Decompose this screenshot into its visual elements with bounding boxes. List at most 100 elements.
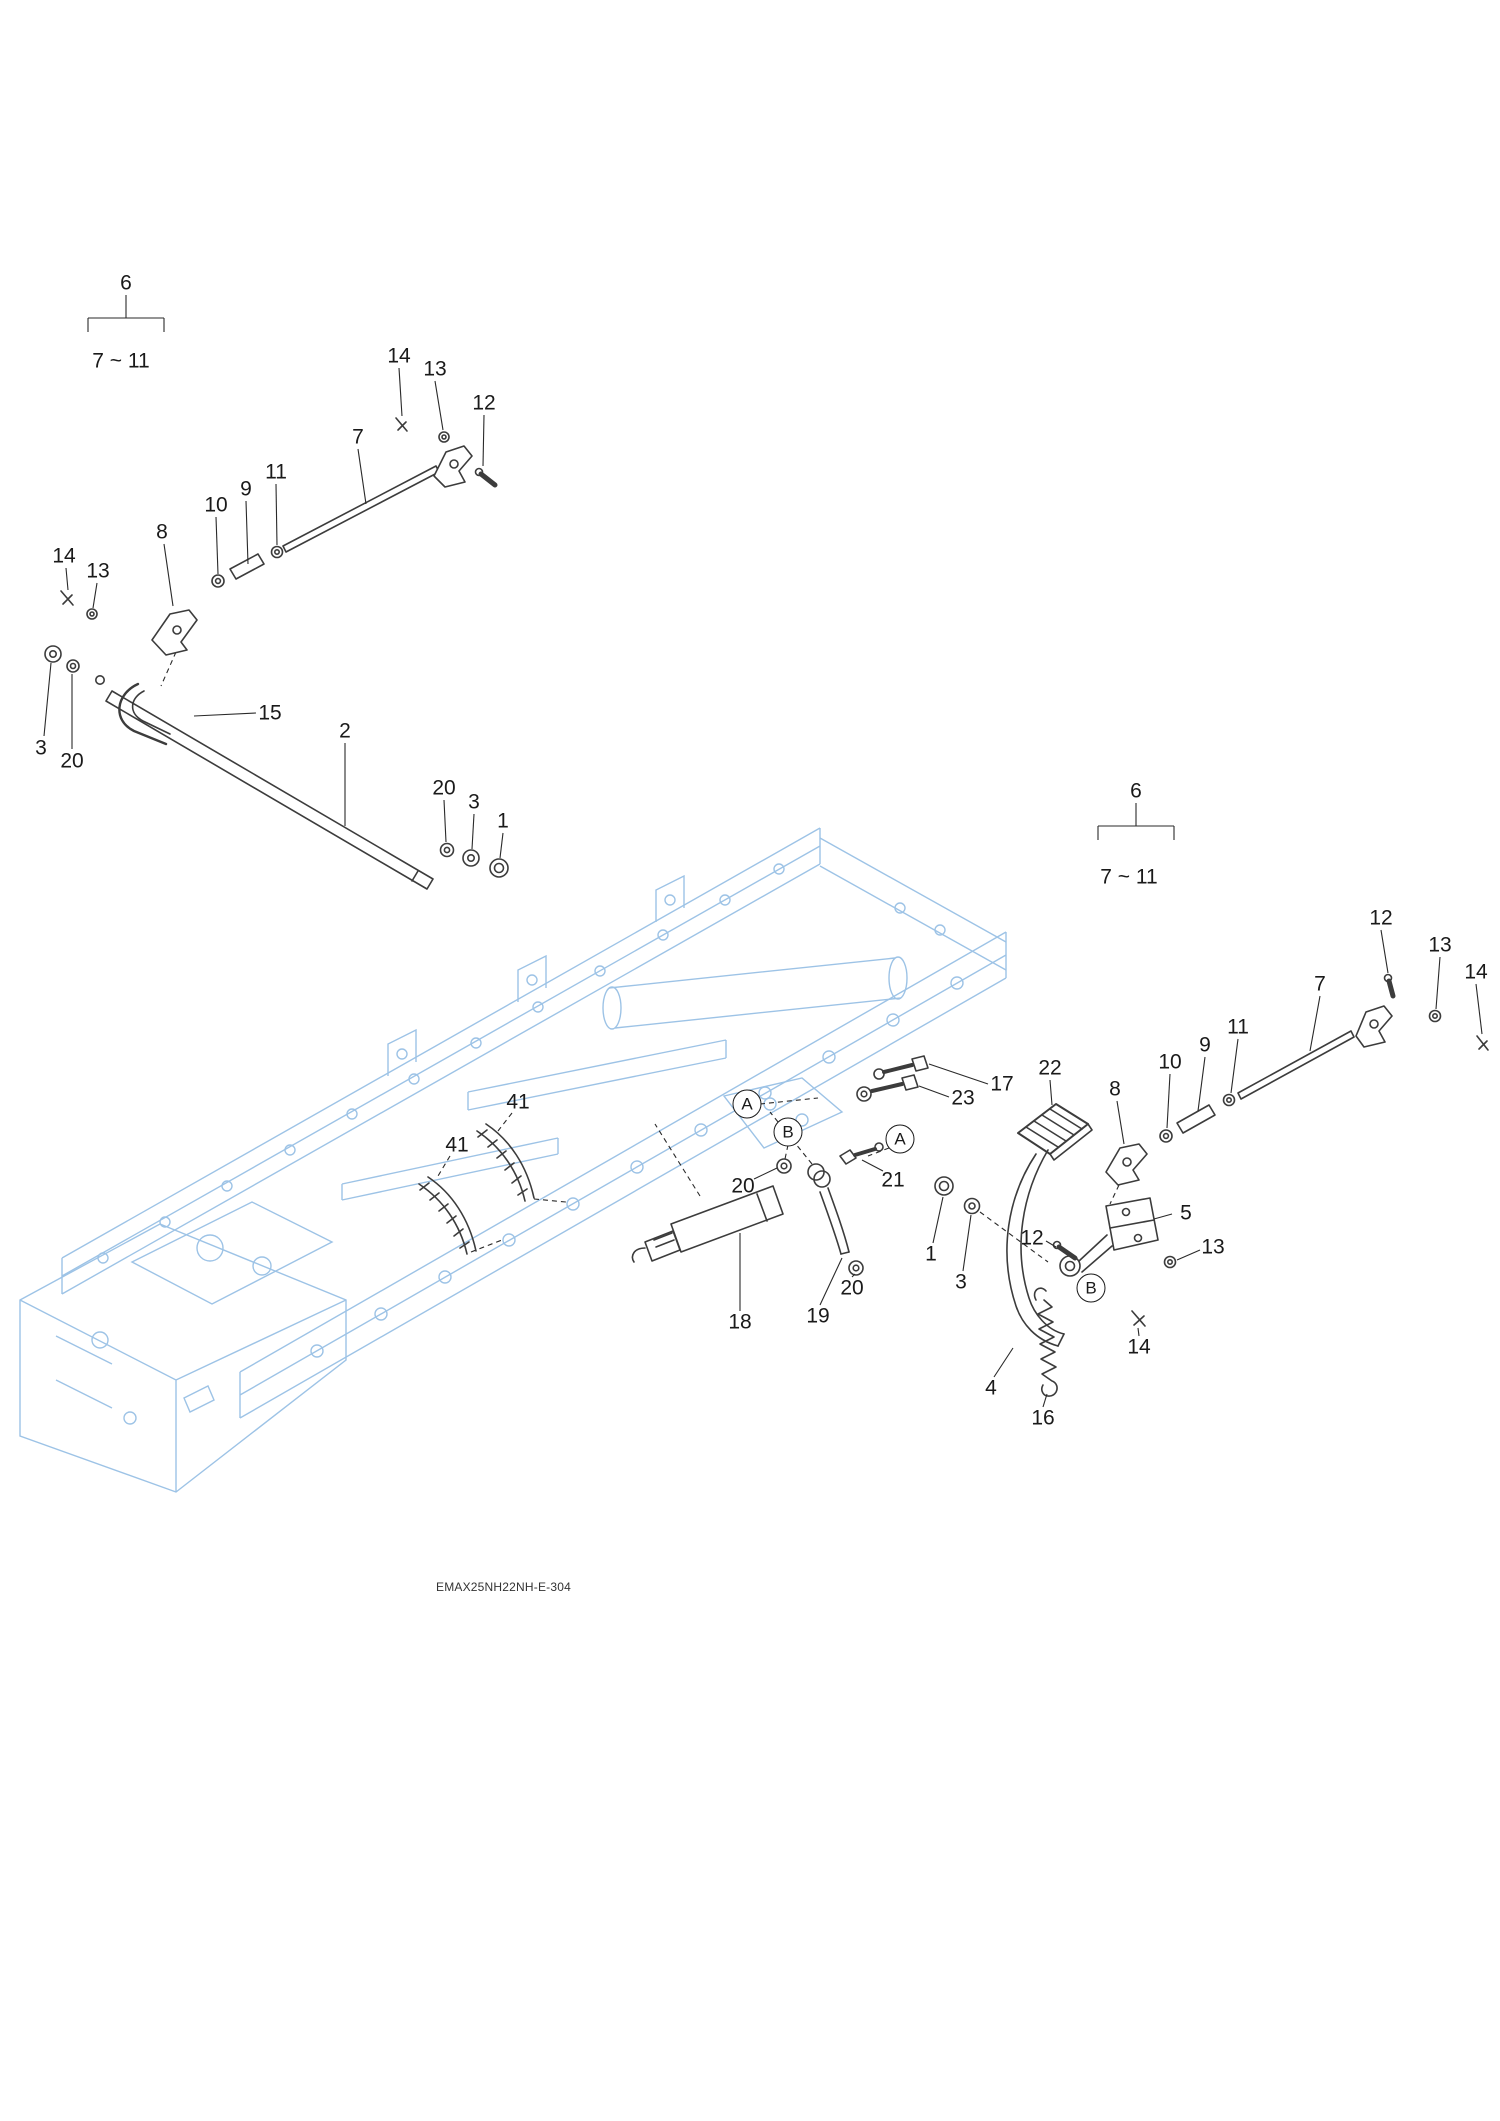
- diagram-code: EMAX25NH22NH-E-304: [436, 1580, 571, 1594]
- callout-18-48: 18: [728, 1310, 752, 1334]
- callout-12-4: 12: [472, 391, 496, 415]
- callout-41-37: 41: [445, 1133, 469, 1157]
- frame-far-rail: [61, 827, 821, 1295]
- callout-2-15: 2: [339, 719, 351, 743]
- washer-part-10-right: [1159, 1129, 1173, 1143]
- callout-7-24: 7: [1314, 972, 1326, 996]
- callout-41-36: 41: [506, 1090, 530, 1114]
- pin-part-12-right: [1383, 973, 1396, 999]
- callout-1-39: 1: [925, 1242, 937, 1266]
- callout-13-3: 13: [423, 357, 447, 381]
- pedal-pad-part-22: [1017, 1103, 1093, 1161]
- callout-20-50: 20: [840, 1276, 864, 1300]
- washer-part-3-right: [963, 1197, 981, 1215]
- group-bracket-right: [1097, 803, 1175, 840]
- lever-part-19: [807, 1163, 850, 1255]
- rod-part-7-left: [282, 465, 440, 553]
- callout-10-27: 10: [1158, 1050, 1182, 1074]
- washer-and-bolt-part-23: [856, 1074, 919, 1102]
- callout-19-49: 19: [806, 1304, 830, 1328]
- bushing-part-1-right: [934, 1176, 954, 1196]
- callout-13-22: 13: [1428, 933, 1452, 957]
- callout-7-5: 7: [352, 425, 364, 449]
- callout-3-40: 3: [955, 1270, 967, 1294]
- sleeve-part-9-right: [1176, 1104, 1216, 1134]
- left-control-rod-assembly: [44, 417, 509, 890]
- callout-14-45: 14: [1127, 1335, 1151, 1359]
- callout-14-2: 14: [387, 344, 411, 368]
- callout-6-19: 6: [1130, 779, 1142, 803]
- callout-22-29: 22: [1038, 1056, 1062, 1080]
- cotter-pin-part-14-left: [60, 590, 74, 606]
- callout-12-41: 12: [1020, 1226, 1044, 1250]
- callout-16-47: 16: [1031, 1406, 1055, 1430]
- pin-part-12-left: [474, 467, 498, 488]
- callout-b-33: B: [773, 1117, 803, 1147]
- callout-15-14: 15: [258, 701, 282, 725]
- frame-near-rail: [239, 931, 1007, 1419]
- chassis-frame: [19, 827, 1007, 1493]
- washer-part-13-right: [1428, 1009, 1442, 1023]
- clevis-part-12-left: [433, 445, 473, 488]
- cotter-pin-part-14-right: [1476, 1035, 1489, 1051]
- washer-part-3-left: [44, 645, 62, 663]
- washer-part-20-mid: [439, 842, 455, 858]
- washer-part-3-mid: [462, 849, 480, 867]
- washer-part-20-lower: [848, 1260, 864, 1276]
- bushing-part-1-mid: [489, 858, 509, 878]
- rod-part-2: [105, 690, 434, 890]
- frame-engine-mount-plate: [130, 1201, 334, 1305]
- bolt-part-21: [839, 1142, 884, 1165]
- rod-part-7-right: [1237, 1030, 1355, 1100]
- center-hardware: [418, 1055, 929, 1276]
- bolt-part-17: [873, 1055, 929, 1080]
- construction-lines: [160, 651, 1120, 1263]
- callout-12-21: 12: [1369, 906, 1393, 930]
- callout-20-13: 20: [60, 749, 84, 773]
- cotter-pin-part-14-lower: [1131, 1310, 1146, 1327]
- bracket-part-5: [1105, 1197, 1159, 1251]
- frame-bracket-tabs: [387, 874, 685, 1076]
- frame-holes: [97, 863, 964, 1358]
- group-bracket-left: [87, 295, 165, 332]
- right-brake-pedal-assembly: [934, 973, 1489, 1397]
- clevis-part-8-right: [1105, 1143, 1148, 1186]
- frame-mid-cross-bar: [467, 1039, 727, 1111]
- callout-21-35: 21: [881, 1168, 905, 1192]
- callout-20-16: 20: [432, 776, 456, 800]
- callout-14-23: 14: [1464, 960, 1488, 984]
- callout-b-44: B: [1076, 1273, 1106, 1303]
- washer-part-10-left: [211, 574, 225, 588]
- washer-part-13-top: [438, 431, 450, 443]
- clevis-part-8-left: [151, 609, 198, 656]
- spring-part-41-a: [476, 1123, 535, 1202]
- callout-a-32: A: [732, 1089, 762, 1119]
- sleeve-part-9-left: [229, 553, 265, 580]
- callout-8-9: 8: [156, 520, 168, 544]
- group-brackets: [87, 295, 1175, 840]
- callout-11-25: 11: [1227, 1015, 1249, 1039]
- rod-part-2-collar: [411, 870, 419, 882]
- callout-7-11-20: 7 ~ 11: [1100, 865, 1158, 889]
- callout-13-43: 13: [1201, 1235, 1225, 1259]
- frame-cross-tube: [602, 956, 908, 1030]
- washer-part-13-left: [86, 608, 98, 620]
- callout-9-26: 9: [1199, 1033, 1211, 1057]
- callout-20-38: 20: [731, 1174, 755, 1198]
- washer-part-20-center: [776, 1158, 792, 1174]
- leader-lines: [43, 367, 1483, 1408]
- callout-6-0: 6: [120, 271, 132, 295]
- clevis-part-12-right: [1355, 1005, 1393, 1048]
- callout-a-34: A: [885, 1124, 915, 1154]
- callout-11-6: 11: [265, 460, 287, 484]
- washer-part-20-left: [66, 659, 106, 685]
- cotter-pin-part-14-top: [395, 417, 408, 432]
- pedal-arm-part-4: [1006, 1149, 1065, 1347]
- nut-part-11-right: [1222, 1093, 1236, 1107]
- return-spring-part-16: [1033, 1287, 1058, 1397]
- callout-3-12: 3: [35, 736, 47, 760]
- washer-part-13-lower: [1163, 1255, 1177, 1269]
- callout-5-42: 5: [1180, 1201, 1192, 1225]
